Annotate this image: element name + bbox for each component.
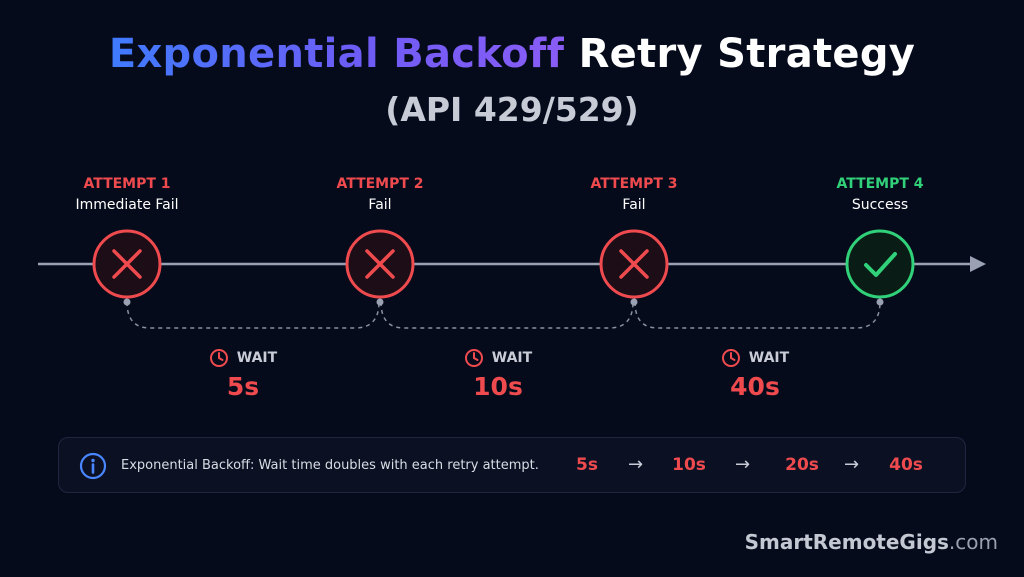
sequence-value: 5s <box>576 455 598 475</box>
brand-watermark: SmartRemoteGigs.com <box>745 528 998 556</box>
timeline-dot-3 <box>630 298 638 306</box>
x-icon <box>619 249 649 279</box>
attempt-2-header: ATTEMPT 2 Fail <box>290 175 470 214</box>
x-icon <box>365 249 395 279</box>
timeline-dot-4 <box>876 298 884 306</box>
attempt-label: ATTEMPT 4 <box>836 176 924 192</box>
attempt-status: Fail <box>368 197 392 213</box>
title-rest: Retry Strategy <box>578 31 916 77</box>
attempt-label: ATTEMPT 3 <box>590 176 678 192</box>
attempt-1-node <box>92 229 162 299</box>
attempt-4-header: ATTEMPT 4 Success <box>790 175 970 214</box>
attempt-3-node <box>599 229 669 299</box>
sequence-arrow: → <box>844 454 860 475</box>
timeline-dot-2 <box>376 298 384 306</box>
wait-value: 5s <box>226 372 260 401</box>
brand-suffix: .com <box>948 530 998 554</box>
wait-value: 10s <box>473 372 523 401</box>
attempt-3-header: ATTEMPT 3 Fail <box>544 175 724 214</box>
wait-value: 40s <box>730 372 780 401</box>
attempt-status: Fail <box>622 197 646 213</box>
attempt-label: ATTEMPT 1 <box>83 176 171 192</box>
attempt-1-header: ATTEMPT 1 Immediate Fail <box>37 175 217 214</box>
wait-label: WAIT <box>491 350 533 366</box>
wait-connector-2 <box>380 301 634 329</box>
info-box: Exponential Backoff: Wait time doubles w… <box>58 437 966 493</box>
clock-icon <box>464 349 483 367</box>
wait-2: WAIT 10s <box>418 348 578 402</box>
info-icon <box>79 452 107 480</box>
diagram-title: Exponential Backoff Retry Strategy <box>0 28 1024 80</box>
attempt-4-node <box>845 229 915 299</box>
sequence-value: 10s <box>672 455 706 475</box>
wait-label: WAIT <box>748 350 790 366</box>
attempt-status: Success <box>851 197 909 213</box>
wait-connector-3 <box>634 301 881 329</box>
diagram-subtitle: (API 429/529) <box>385 90 639 129</box>
attempt-label: ATTEMPT 2 <box>336 176 424 192</box>
brand-name: SmartRemoteGigs <box>744 530 949 554</box>
clock-icon <box>721 349 740 367</box>
sequence-arrow: → <box>735 454 751 475</box>
x-icon <box>112 249 142 279</box>
wait-3: WAIT 40s <box>675 348 835 402</box>
wait-connector-1 <box>126 301 380 329</box>
sequence-value: 20s <box>785 455 819 475</box>
wait-1: WAIT 5s <box>163 348 323 402</box>
title-highlight: Exponential Backoff <box>108 31 565 77</box>
attempt-status: Immediate Fail <box>75 197 179 213</box>
clock-icon <box>209 349 228 367</box>
check-icon <box>864 252 897 277</box>
sequence-value: 40s <box>889 455 923 475</box>
info-text: Exponential Backoff: Wait time doubles w… <box>121 458 539 473</box>
timeline-arrowhead <box>970 256 986 272</box>
timeline-dot-1 <box>123 298 131 306</box>
wait-label: WAIT <box>236 350 278 366</box>
sequence-arrow: → <box>628 454 644 475</box>
attempt-2-node <box>345 229 415 299</box>
